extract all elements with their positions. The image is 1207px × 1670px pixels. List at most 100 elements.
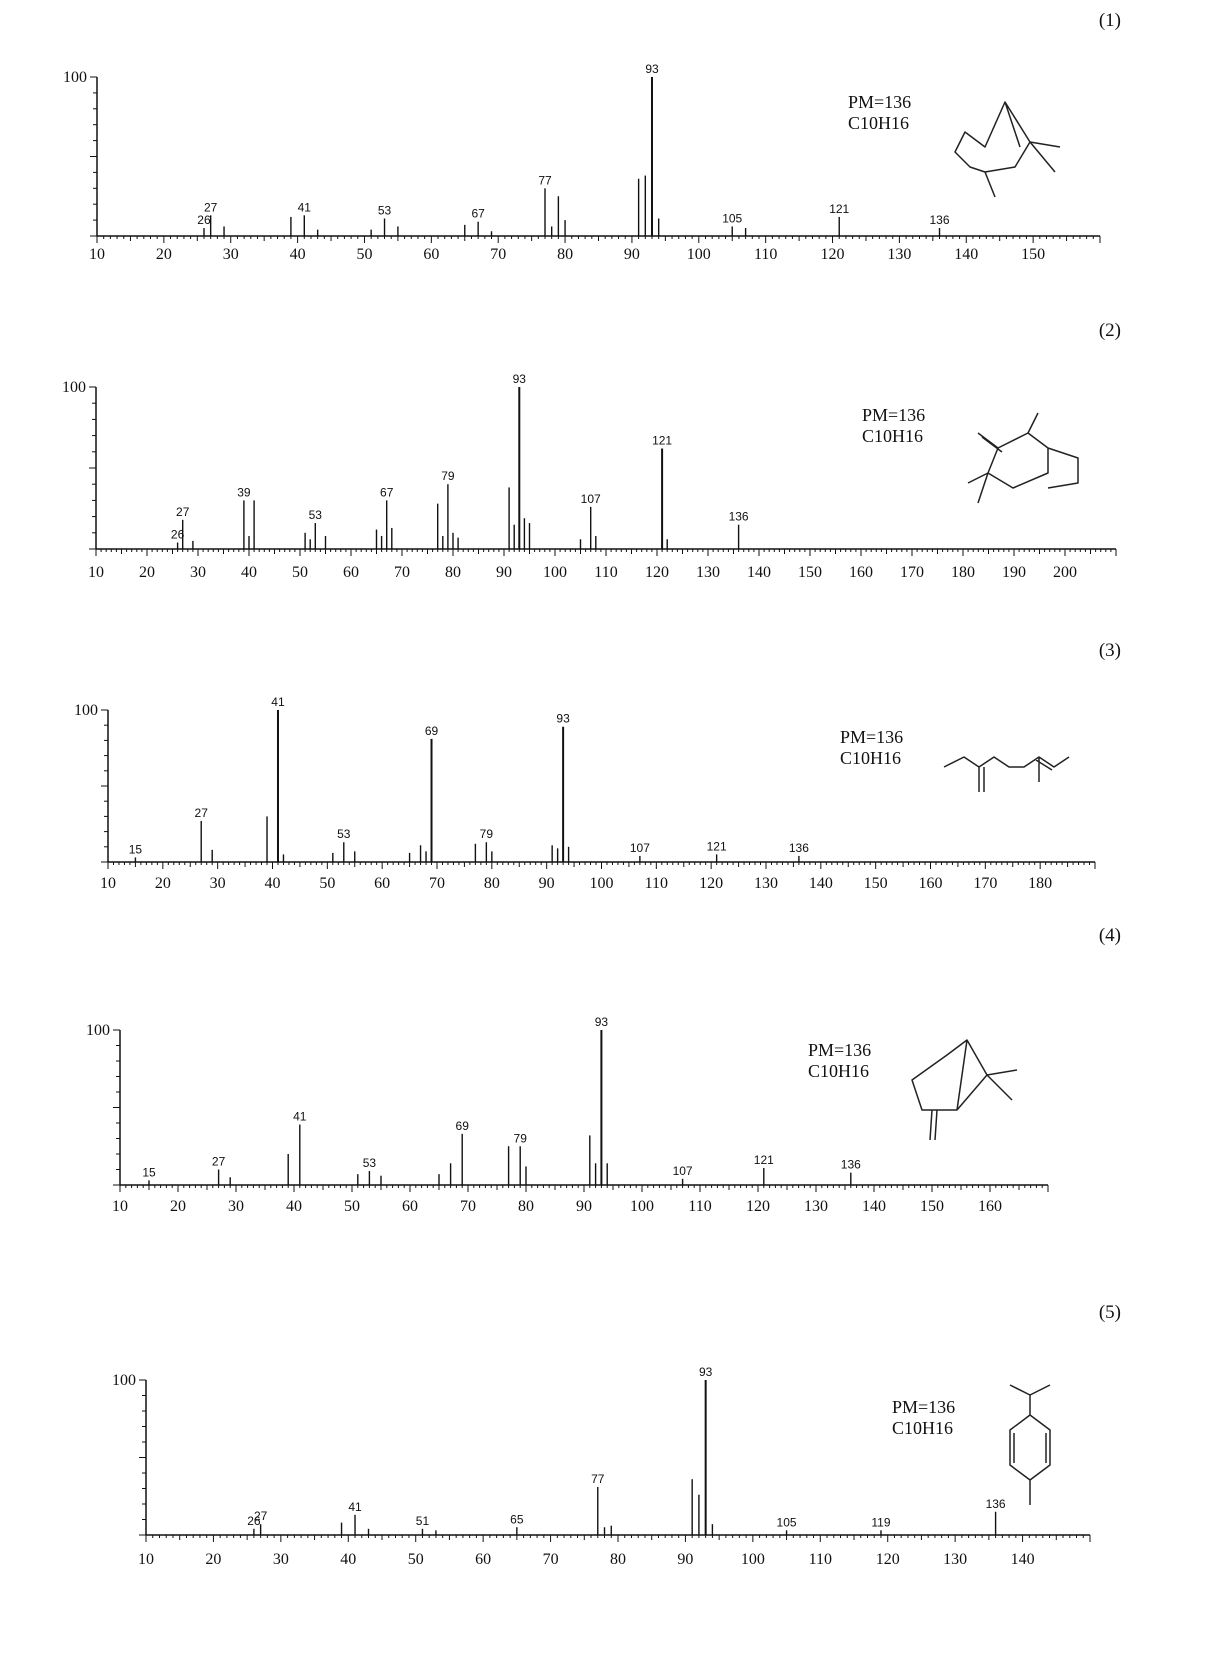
x-tick-label: 20 <box>205 1551 221 1568</box>
peak-label: 136 <box>930 213 950 227</box>
peak-label: 93 <box>645 62 659 76</box>
x-tick-label: 160 <box>919 875 943 892</box>
molecular-weight-label: PM=136 <box>892 1397 956 1417</box>
peak-label: 53 <box>309 508 323 522</box>
formula-label: C10H16 <box>808 1061 870 1081</box>
y-axis-max-label: 100 <box>86 1022 110 1039</box>
x-tick-label: 140 <box>954 246 978 263</box>
x-tick-label: 60 <box>475 1551 491 1568</box>
x-tick-label: 40 <box>241 564 257 581</box>
y-axis-max-label: 100 <box>112 1372 136 1389</box>
peak-label: 69 <box>456 1119 470 1133</box>
x-tick-label: 130 <box>696 564 720 581</box>
x-tick-label: 130 <box>887 246 911 263</box>
peak-label: 53 <box>337 827 351 841</box>
peak-label: 107 <box>581 492 601 506</box>
x-tick-label: 150 <box>864 875 888 892</box>
formula-label: C10H16 <box>892 1418 954 1438</box>
peak-label: 79 <box>480 827 494 841</box>
x-tick-label: 60 <box>343 564 359 581</box>
peak-label: 41 <box>348 1500 362 1514</box>
peak-label: 39 <box>237 485 251 499</box>
molecular-weight-label: PM=136 <box>848 92 912 112</box>
x-tick-label: 30 <box>210 875 226 892</box>
formula-label: C10H16 <box>840 748 902 768</box>
peak-label: 121 <box>652 434 672 448</box>
peak-label: 67 <box>380 485 394 499</box>
peak-label: 51 <box>416 1514 430 1528</box>
peak-label: 121 <box>754 1153 774 1167</box>
x-tick-label: 40 <box>290 246 306 263</box>
peak-label: 27 <box>212 1155 226 1169</box>
x-tick-label: 140 <box>862 1198 886 1215</box>
x-tick-label: 150 <box>920 1198 944 1215</box>
peak-label: 26 <box>171 528 185 542</box>
x-tick-label: 30 <box>228 1198 244 1215</box>
peak-label: 26 <box>247 1514 261 1528</box>
x-tick-label: 140 <box>809 875 833 892</box>
peak-label: 27 <box>254 1509 268 1523</box>
peak-label: 77 <box>591 1472 605 1486</box>
y-axis-max-label: 100 <box>74 702 98 719</box>
peak-label: 15 <box>129 842 143 856</box>
x-tick-label: 100 <box>687 246 711 263</box>
molecular-weight-label: PM=136 <box>862 405 926 425</box>
x-tick-label: 120 <box>645 564 669 581</box>
x-tick-label: 120 <box>699 875 723 892</box>
x-tick-label: 90 <box>496 564 512 581</box>
peak-label: 67 <box>471 207 485 221</box>
x-tick-label: 20 <box>156 246 172 263</box>
peak-label: 41 <box>298 200 312 214</box>
peak-label: 93 <box>699 1365 713 1379</box>
x-tick-label: 110 <box>594 564 617 581</box>
peak-label: 79 <box>514 1131 528 1145</box>
x-tick-label: 10 <box>112 1198 128 1215</box>
x-tick-label: 70 <box>394 564 410 581</box>
x-tick-label: 80 <box>484 875 500 892</box>
peak-label: 136 <box>986 1497 1006 1511</box>
x-tick-label: 90 <box>624 246 640 263</box>
x-tick-label: 70 <box>490 246 506 263</box>
x-tick-label: 80 <box>557 246 573 263</box>
x-tick-label: 110 <box>754 246 777 263</box>
x-tick-label: 30 <box>190 564 206 581</box>
x-tick-label: 50 <box>408 1551 424 1568</box>
peak-label: 15 <box>142 1165 156 1179</box>
peak-label: 41 <box>293 1110 307 1124</box>
y-axis-max-label: 100 <box>63 69 87 86</box>
x-tick-label: 80 <box>610 1551 626 1568</box>
x-tick-label: 10 <box>138 1551 154 1568</box>
x-tick-label: 160 <box>978 1198 1002 1215</box>
panel-number: (4) <box>1098 925 1121 946</box>
x-tick-label: 190 <box>1002 564 1026 581</box>
peak-label: 119 <box>871 1515 890 1529</box>
peak-label: 136 <box>729 510 749 524</box>
x-tick-label: 140 <box>1011 1551 1035 1568</box>
x-tick-label: 30 <box>223 246 239 263</box>
x-tick-label: 40 <box>286 1198 302 1215</box>
peak-label: 121 <box>829 202 849 216</box>
molecular-weight-label: PM=136 <box>840 727 904 747</box>
x-tick-label: 20 <box>170 1198 186 1215</box>
x-tick-label: 110 <box>688 1198 711 1215</box>
x-tick-label: 70 <box>429 875 445 892</box>
peak-label: 77 <box>538 173 552 187</box>
x-tick-label: 90 <box>677 1551 693 1568</box>
x-tick-label: 120 <box>746 1198 770 1215</box>
peak-label: 69 <box>425 724 439 738</box>
peak-label: 27 <box>195 806 209 820</box>
bicyclic-terpene-structure-icon <box>954 101 1061 198</box>
peak-label: 93 <box>595 1015 609 1029</box>
x-tick-label: 50 <box>319 875 335 892</box>
x-tick-label: 170 <box>900 564 924 581</box>
beta-pinene-structure-icon <box>911 1039 1018 1141</box>
x-tick-label: 180 <box>1028 875 1052 892</box>
